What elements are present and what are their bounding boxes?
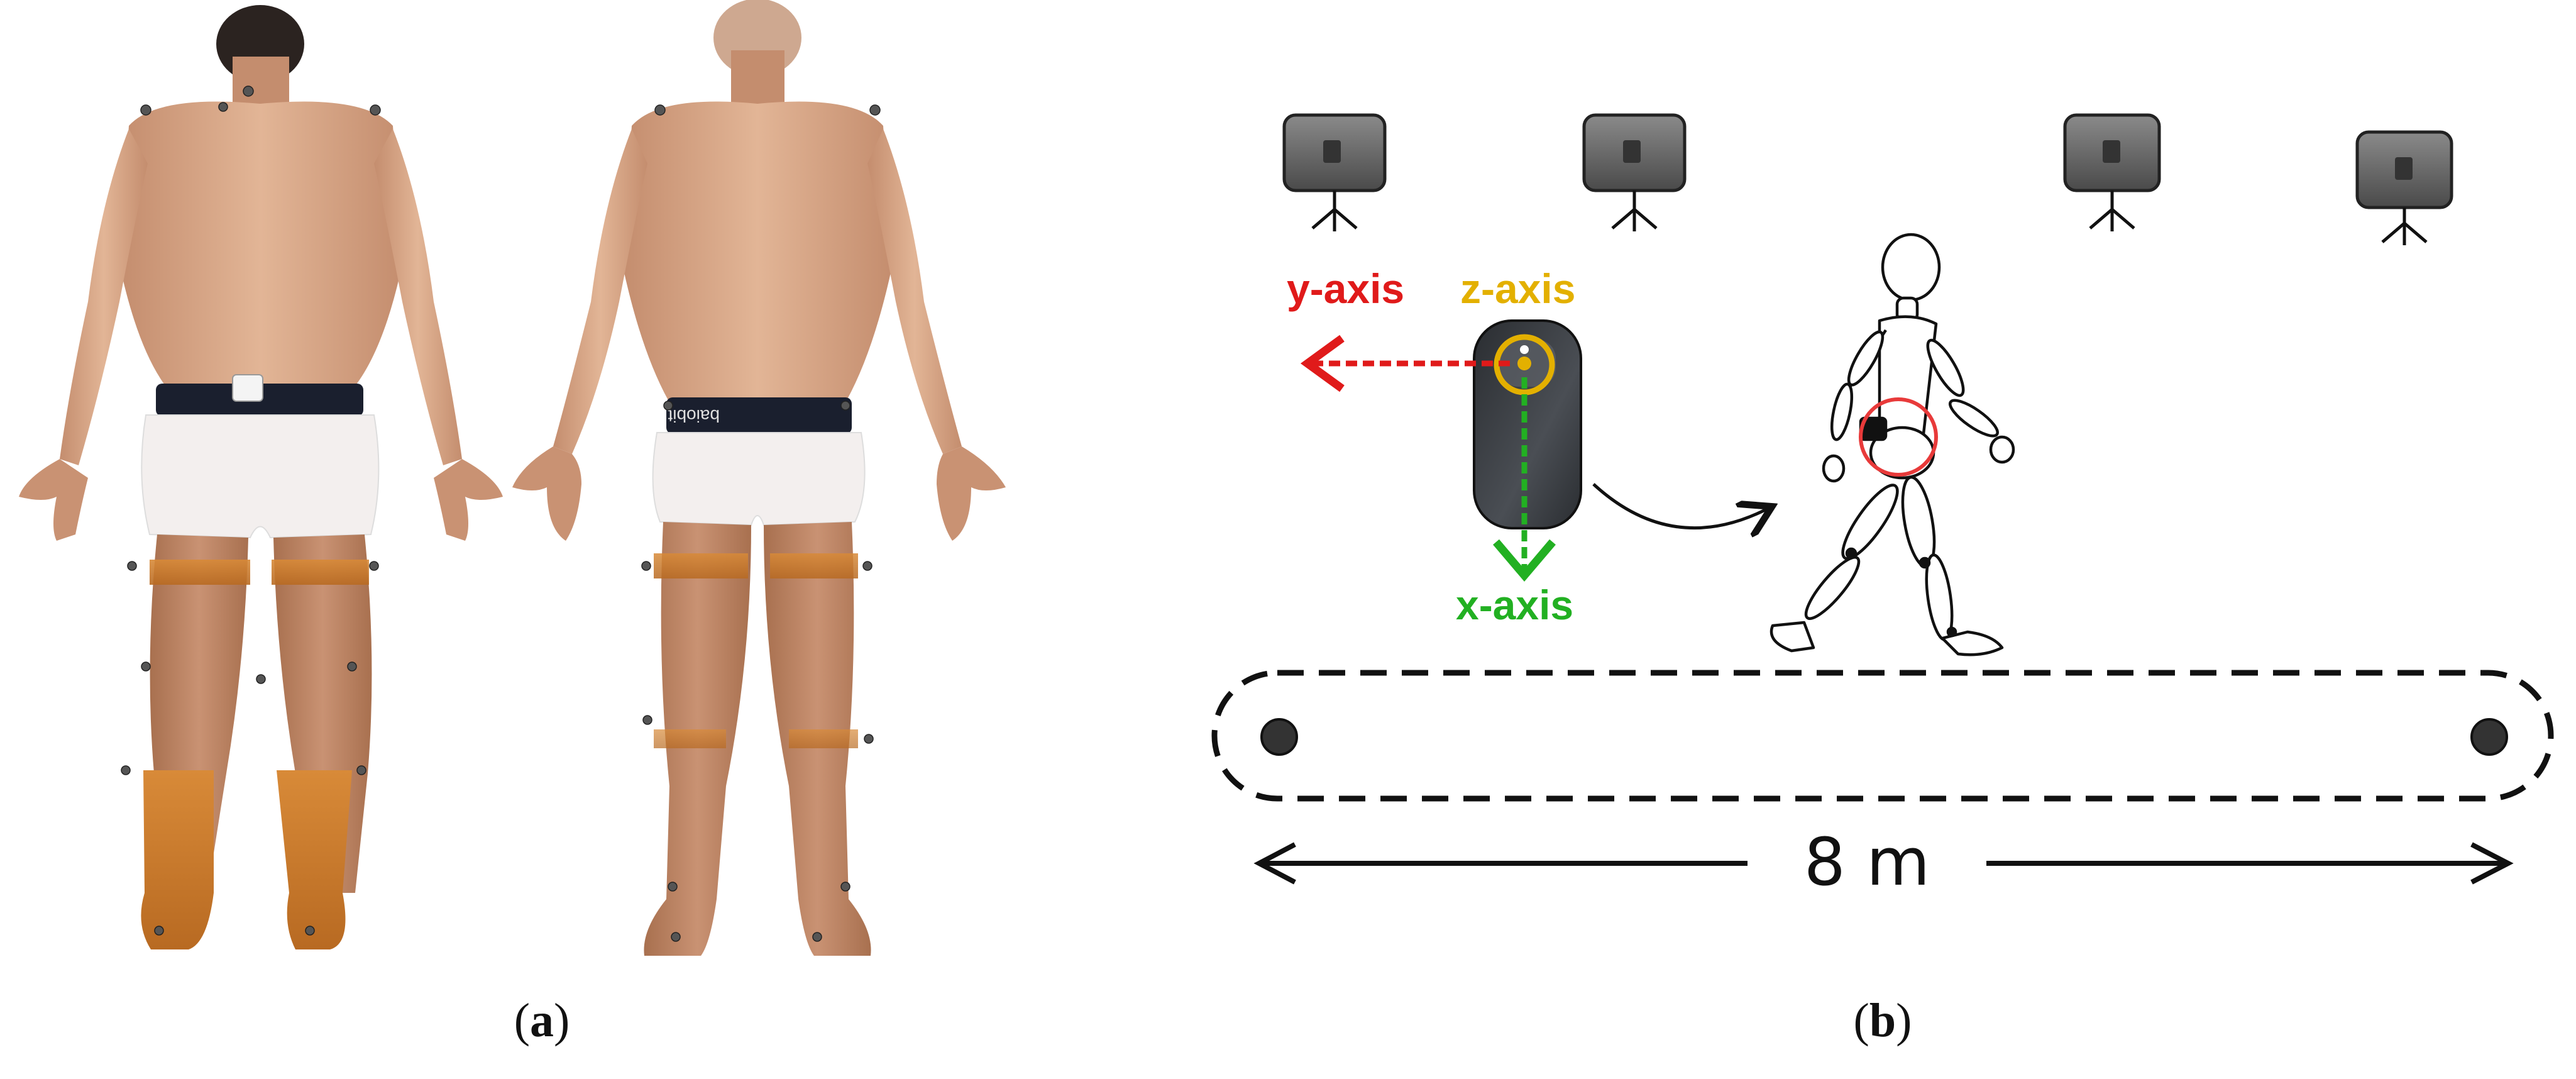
camera-icon [1582,113,1687,231]
distance-label: 8 m [1804,824,1930,900]
distance-arrow [1253,842,2514,885]
z-axis-ring [1494,334,1555,396]
motion-capture-cameras [1282,113,2453,245]
subject-back-view [19,5,503,949]
x-axis-label: x-axis [1456,582,1573,628]
placement-arrow [1592,483,1766,528]
walkway [1211,670,2554,802]
subject-front-view: baiobit [512,0,1006,956]
walking-figure [1770,233,2015,656]
y-axis-arrow [1300,335,1510,392]
z-axis-label: z-axis [1460,265,1575,312]
camera-icon [2063,113,2161,231]
inertial-sensor [1473,319,1582,529]
y-axis-label: y-axis [1287,265,1404,312]
caption-panel-b: (b) [1853,994,1912,1047]
x-axis-arrow [1493,377,1556,582]
camera-icon [1282,113,1387,231]
caption-panel-a: (a) [514,994,570,1047]
belt-brand-text: baiobit [668,406,720,426]
camera-icon [2355,130,2453,245]
